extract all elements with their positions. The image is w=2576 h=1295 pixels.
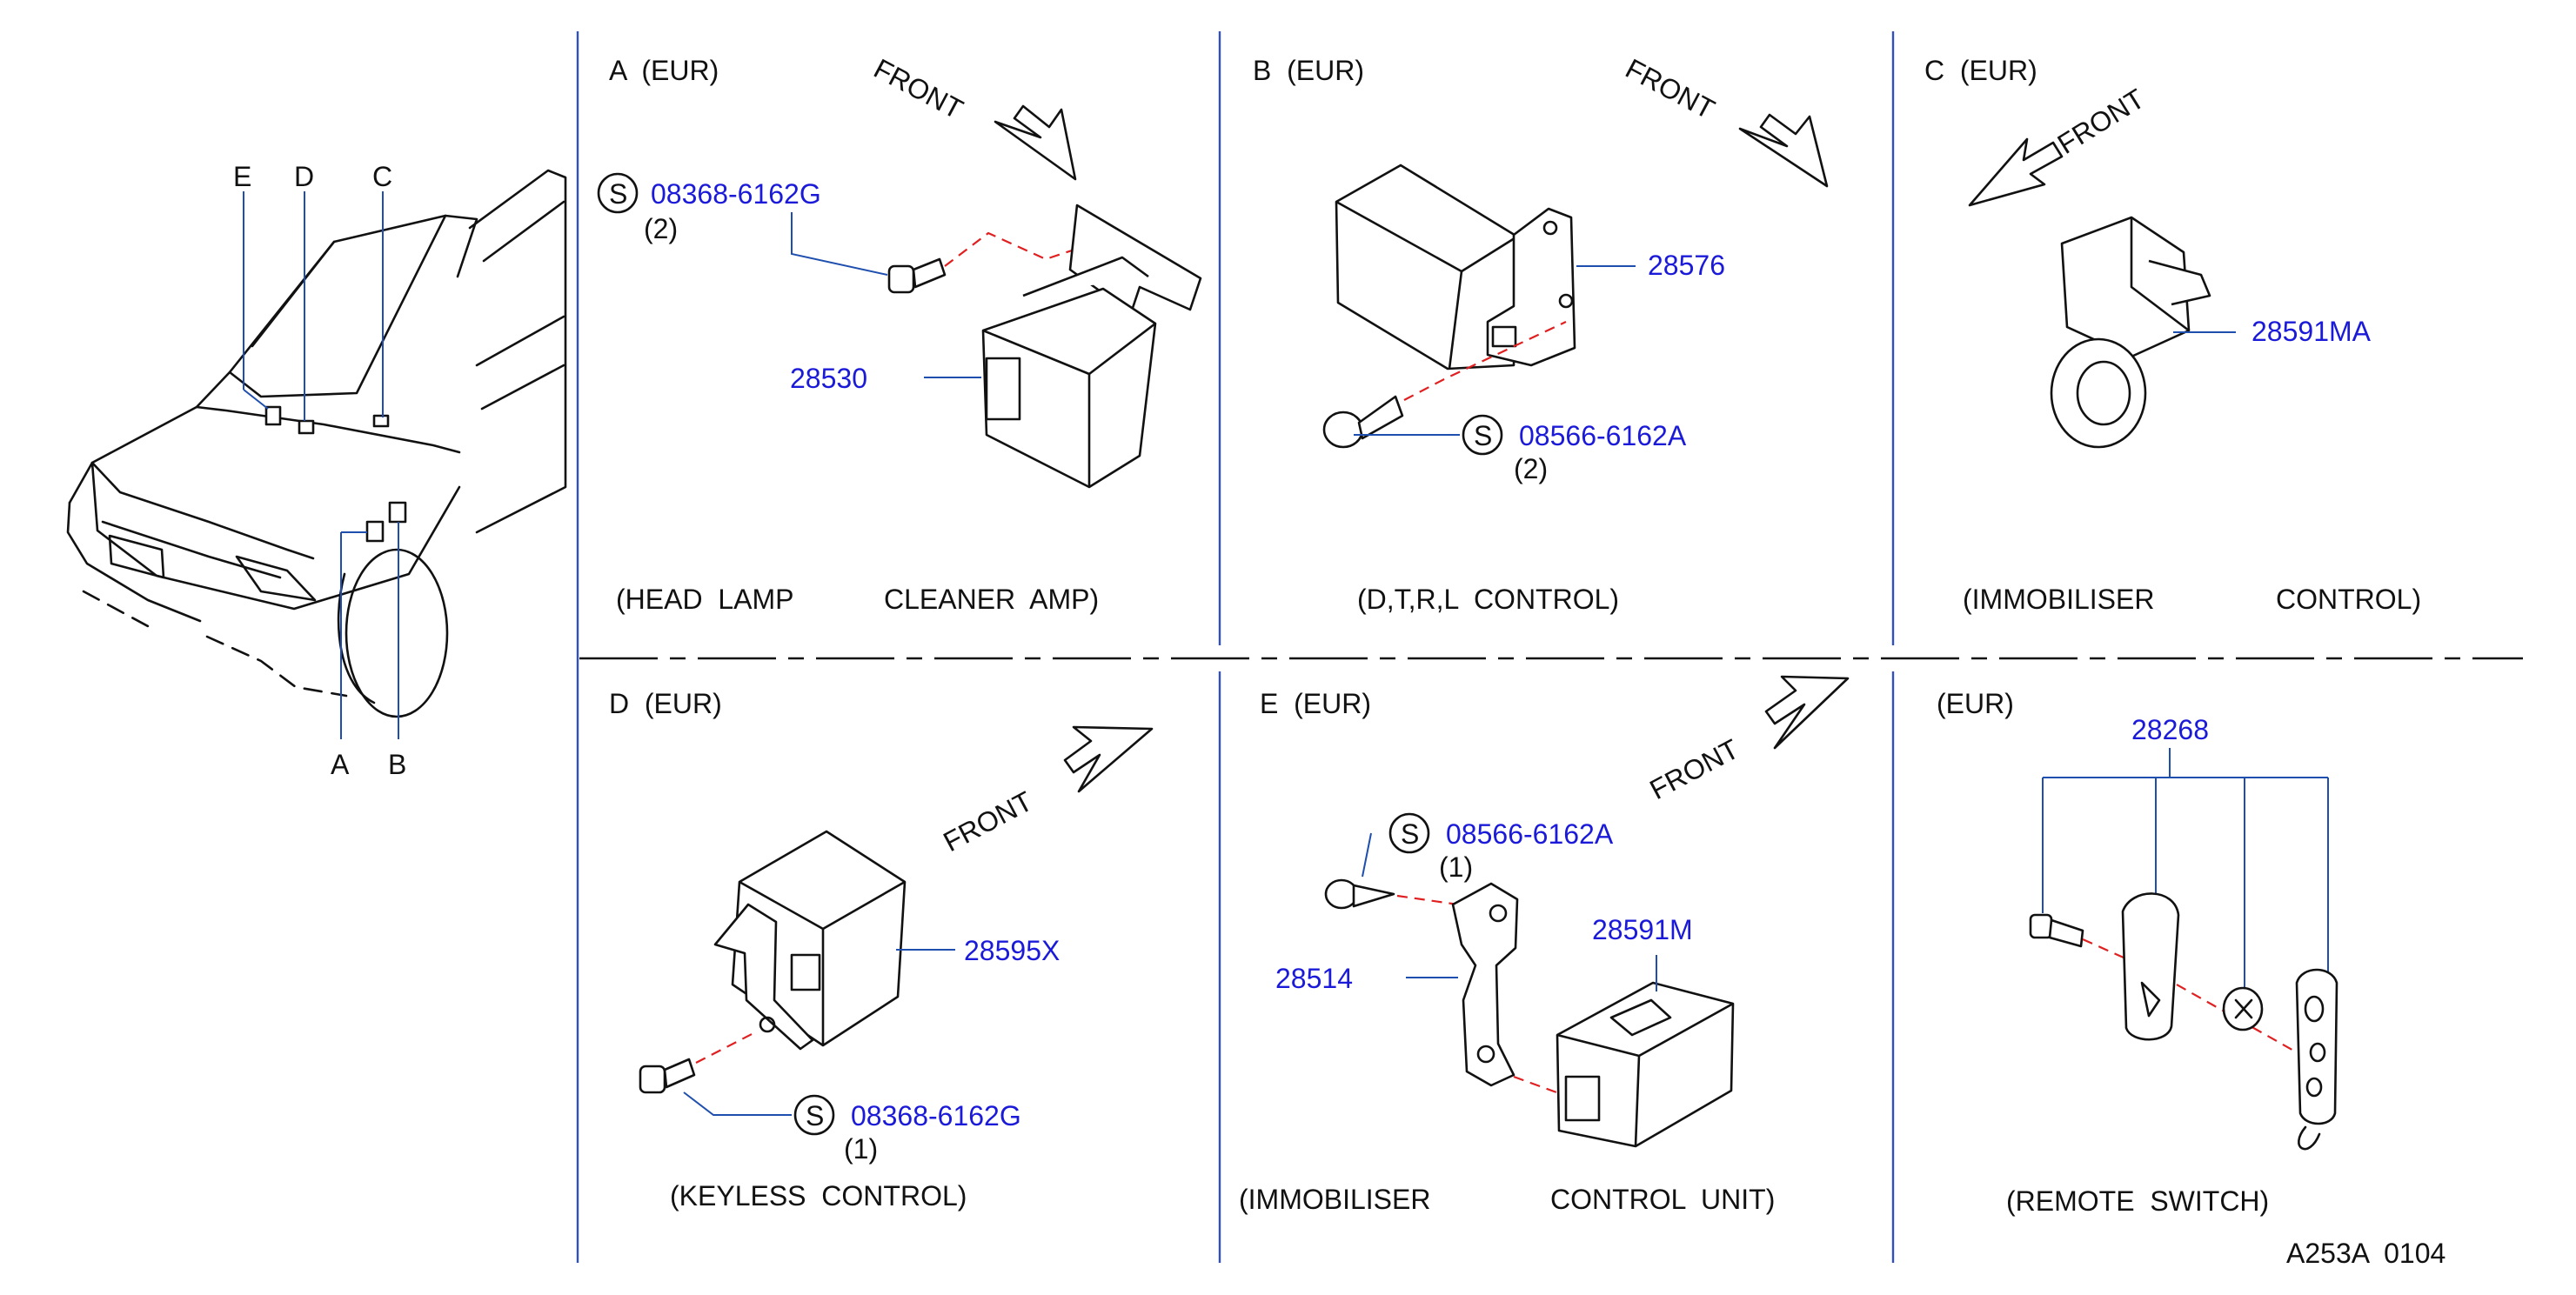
panel-c-header: C (EUR) [1924,55,2037,86]
panel-d: D (EUR) FRONT 28595X S 08368-6162G (1) (… [609,688,1154,1212]
standard-mark: S [1401,818,1419,850]
screw-icon [2029,913,2084,948]
front-label: FRONT [938,785,1037,858]
part-number-08368-6162g[interactable]: 08368-6162G [851,1100,1021,1131]
bolt-icon [639,1058,696,1094]
front-label: FRONT [869,52,968,125]
panel-a-header: A (EUR) [609,55,719,86]
caption-remote-switch: (REMOTE SWITCH) [2006,1185,2269,1217]
standard-mark: S [1474,420,1492,451]
standard-mark: S [806,1100,824,1131]
quantity-label: (1) [844,1133,878,1165]
part-number-28514[interactable]: 28514 [1275,963,1353,994]
part-number-28576[interactable]: 28576 [1648,250,1725,281]
control-unit-icon [1335,164,1576,370]
bolt-icon [887,257,947,294]
vehicle-overview: E D C A B [66,161,567,780]
immobiliser-control-unit-icon [1556,981,1735,1148]
caption-immobiliser: (IMMOBILISER [1239,1184,1430,1215]
part-number-28591m[interactable]: 28591M [1592,914,1693,945]
locator-letter-c: C [372,161,392,192]
part-number-08566-6162a[interactable]: 08566-6162A [1519,420,1687,451]
front-arrow-icon [1764,675,1850,750]
caption-head-lamp: (HEAD LAMP [616,584,793,615]
panel-f-header: (EUR) [1937,688,2014,719]
quantity-label: (1) [1439,851,1473,883]
front-label: FRONT [2052,83,2151,160]
caption-keyless-control: (KEYLESS CONTROL) [670,1180,967,1212]
panel-remote-switch: (EUR) 28268 (REMOTE SWITCH) [1937,688,2338,1217]
quantity-label: (2) [1514,453,1548,484]
part-number-28591ma[interactable]: 28591MA [2251,316,2372,347]
caption-immobiliser: (IMMOBILISER [1963,584,2154,615]
immobiliser-ring-icon [2050,216,2211,449]
diagram-code: A253A 0104 [2286,1238,2446,1269]
panel-e-header: E (EUR) [1260,688,1371,719]
caption-control: CONTROL) [2276,584,2421,615]
front-arrow-icon [994,104,1077,181]
caption-cleaner-amp: CLEANER AMP) [884,584,1099,615]
bracket-icon [1451,882,1519,1087]
amp-module-icon [981,204,1202,489]
standard-mark: S [609,178,627,210]
locator-letter-a: A [331,749,350,780]
battery-coin-icon [2222,986,2264,1031]
caption-control-unit: CONTROL UNIT) [1550,1184,1775,1215]
panel-a: A (EUR) FRONT S 08368-6162G (2) 28530 (H… [597,52,1202,615]
front-arrow-icon [1738,113,1829,188]
part-number-08368-6162g[interactable]: 08368-6162G [651,178,821,210]
front-arrow-icon [1063,725,1154,793]
screw-icon [1324,878,1395,910]
panel-c: C (EUR) FRONT 28591MA (IMMOBILISER CONTR… [1924,55,2421,615]
part-number-28268[interactable]: 28268 [2131,714,2209,745]
quantity-label: (2) [644,213,678,244]
front-arrow-icon [1968,137,2064,207]
panel-d-header: D (EUR) [609,688,722,719]
part-number-28530[interactable]: 28530 [790,363,867,394]
key-fob-shell-icon [2121,892,2180,1041]
panel-e: E (EUR) FRONT S 08566-6162A (1) 28514 28 [1239,675,1850,1215]
locator-letter-b: B [388,749,406,780]
locator-letter-d: D [294,161,314,192]
front-label: FRONT [1644,733,1743,806]
keyless-control-module-icon [713,830,907,1051]
part-number-28595x[interactable]: 28595X [964,935,1060,966]
panel-b: B (EUR) FRONT 28576 S 08566-6162A (2) (D… [1253,52,1829,615]
screw-icon [1322,395,1404,449]
part-number-08566-6162a[interactable]: 08566-6162A [1446,818,1614,850]
locator-letter-e: E [233,161,251,192]
caption-dtrl-control: (D,T,R,L CONTROL) [1357,584,1619,615]
front-label: FRONT [1621,52,1720,125]
remote-key-fob-icon [2295,968,2338,1151]
panel-b-header: B (EUR) [1253,55,1364,86]
